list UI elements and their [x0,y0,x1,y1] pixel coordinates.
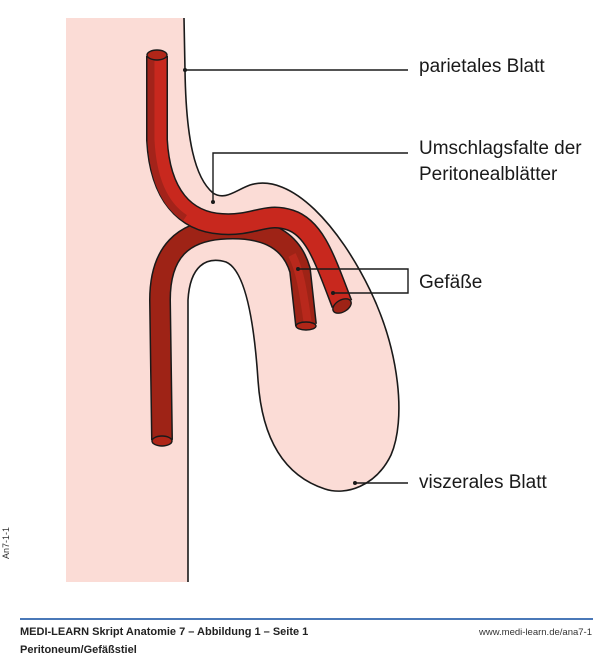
leader-lines [185,69,409,484]
footer-url[interactable]: www.medi-learn.de/ana7-1 [478,627,592,638]
figure-code: An7-1-1 [1,526,11,560]
vessel-end [295,321,317,331]
peritoneum-outline [183,17,400,582]
pointer-dot [296,267,300,271]
leader-fold [212,152,408,202]
pointer-dot [353,481,357,485]
label-fold-line2: Peritonealblätter [419,164,558,185]
pointer-dot [331,291,335,295]
vessel-end [151,435,173,447]
footer-divider [20,618,593,620]
footer-title: MEDI-LEARN Skript Anatomie 7 – Abbildung… [20,626,309,638]
vessel-bright [146,49,353,314]
leader-vessels [298,268,409,294]
label-vessels: Gefäße [419,272,482,293]
vessel-end [146,49,168,61]
label-fold-line1: Umschlagsfalte der [419,138,582,159]
label-visceral: viszerales Blatt [419,472,547,493]
pointer-dot [183,68,187,72]
footer-subtitle: Peritoneum/Gefäßstiel [20,644,137,656]
pointer-dot [211,200,215,204]
vessel-end [332,298,352,314]
label-parietal: parietales Blatt [419,56,545,77]
